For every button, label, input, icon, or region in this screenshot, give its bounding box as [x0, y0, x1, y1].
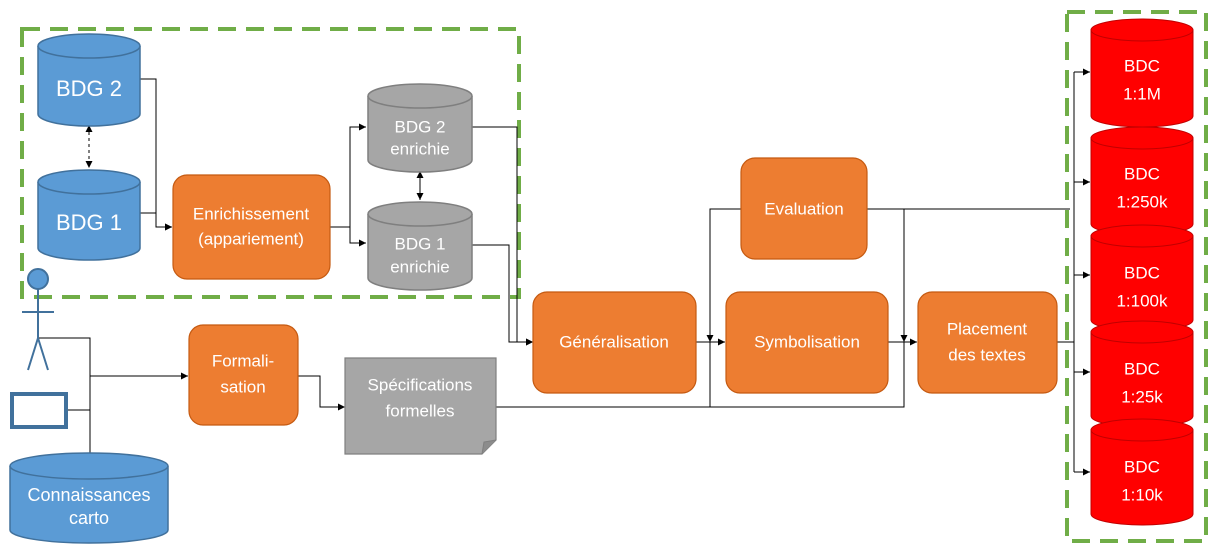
process-label-line2: (appariement) — [198, 229, 304, 248]
database-bdg2-enrichie: BDG 2 enrichie — [367, 83, 473, 173]
process-symbolisation: Symbolisation — [725, 291, 889, 394]
cylinder-body — [367, 214, 473, 291]
output-label-line1: BDC — [1124, 164, 1160, 183]
output-label-line1: BDC — [1124, 359, 1160, 378]
cylinder-top — [37, 169, 141, 195]
connector-bdg1-enrichissement — [140, 212, 172, 231]
output-label-line1: BDC — [1124, 263, 1160, 282]
output-databases-frame — [1065, 10, 1208, 543]
process-label-line1: Enrichissement — [193, 204, 309, 223]
output-database-1m: BDC 1:1M — [1090, 18, 1194, 128]
cylinder-body — [9, 466, 169, 544]
process-label: Evaluation — [764, 199, 843, 218]
connector-specifications-processes — [496, 342, 905, 408]
output-database-100k: BDC 1:100k — [1090, 224, 1194, 332]
output-database-25k: BDC 1:25k — [1090, 320, 1194, 428]
cylinder-body — [367, 96, 473, 173]
database-connaissances-carto: Connaissances carto — [9, 452, 169, 544]
process-label-line2: sation — [220, 377, 265, 396]
connectors — [38, 68, 1090, 476]
output-label-line2: 1:25k — [1121, 387, 1163, 406]
process-box — [532, 291, 697, 394]
output-label-line2: 1:1M — [1123, 84, 1161, 103]
cylinder-body — [37, 182, 141, 261]
connector-bdg2e-generalisation — [472, 126, 533, 346]
database-label-line1: Connaissances — [27, 485, 150, 505]
connector-bdg2-enrichissement — [140, 78, 172, 231]
cylinder-top — [1090, 320, 1194, 344]
database-label-line2: enrichie — [390, 257, 450, 276]
process-box — [917, 291, 1058, 394]
cylinder-body — [1090, 30, 1194, 128]
document-fold — [481, 439, 497, 455]
database-bdg1: BDG 1 — [37, 169, 141, 261]
process-box — [725, 291, 889, 394]
cylinder-body — [1090, 138, 1194, 236]
database-label-line1: BDG 1 — [394, 234, 445, 253]
connector-bdg1e-generalisation — [472, 244, 533, 346]
cylinder-body — [1090, 236, 1194, 332]
cylinder-top — [1090, 126, 1194, 150]
process-box — [172, 174, 331, 280]
monitor-icon — [10, 392, 68, 429]
database-label: BDG 2 — [56, 76, 122, 101]
cylinder-body — [1090, 430, 1194, 526]
cylinder-top — [1090, 18, 1194, 42]
process-label-line2: des textes — [948, 345, 1026, 364]
connector-enrichissement-bdg2e — [330, 123, 366, 228]
process-formalisation: Formali- sation — [188, 324, 299, 426]
process-enrichissement: Enrichissement (appariement) — [172, 174, 331, 280]
person-icon — [22, 268, 54, 371]
output-label-line1: BDC — [1124, 56, 1160, 75]
output-label-line1: BDC — [1124, 457, 1160, 476]
database-label-line2: enrichie — [390, 139, 450, 158]
database-label-line2: carto — [69, 508, 109, 528]
database-bdg1-enrichie: BDG 1 enrichie — [367, 201, 473, 291]
output-label-line2: 1:10k — [1121, 485, 1163, 504]
process-label-line1: Formali- — [212, 351, 274, 370]
process-evaluation: Evaluation — [740, 157, 868, 260]
cylinder-body — [37, 46, 141, 127]
process-box — [188, 324, 299, 426]
connector-enrichissement-bdg1e — [330, 226, 366, 247]
connector-actors-spine — [38, 337, 91, 455]
process-label: Généralisation — [559, 332, 669, 351]
cylinder-top — [9, 452, 169, 480]
process-label-line1: Placement — [947, 319, 1028, 338]
connector-evaluation-loop — [706, 208, 741, 342]
cylinder-top — [1090, 418, 1194, 442]
document-specifications: Spécifications formelles — [344, 357, 497, 455]
cylinder-top — [1090, 224, 1194, 248]
output-label-line2: 1:250k — [1116, 192, 1168, 211]
cylinder-body — [1090, 332, 1194, 428]
process-generalisation: Généralisation — [532, 291, 697, 394]
database-bdg2: BDG 2 — [37, 33, 141, 127]
output-database-250k: BDC 1:250k — [1090, 126, 1194, 236]
output-label-line2: 1:100k — [1116, 291, 1168, 310]
connector-formalisation-specifications — [298, 375, 345, 411]
process-box — [740, 157, 868, 260]
document-label-line1: Spécifications — [368, 375, 473, 394]
document-label-line2: formelles — [386, 401, 455, 420]
process-placement-textes: Placement des textes — [917, 291, 1058, 394]
output-database-10k: BDC 1:10k — [1090, 418, 1194, 526]
cylinder-top — [37, 33, 141, 59]
database-label-line1: BDG 2 — [394, 117, 445, 136]
database-label: BDG 1 — [56, 210, 122, 235]
cylinder-top — [367, 201, 473, 227]
input-databases-frame — [20, 27, 521, 299]
process-label: Symbolisation — [754, 332, 860, 351]
cylinder-top — [367, 83, 473, 109]
